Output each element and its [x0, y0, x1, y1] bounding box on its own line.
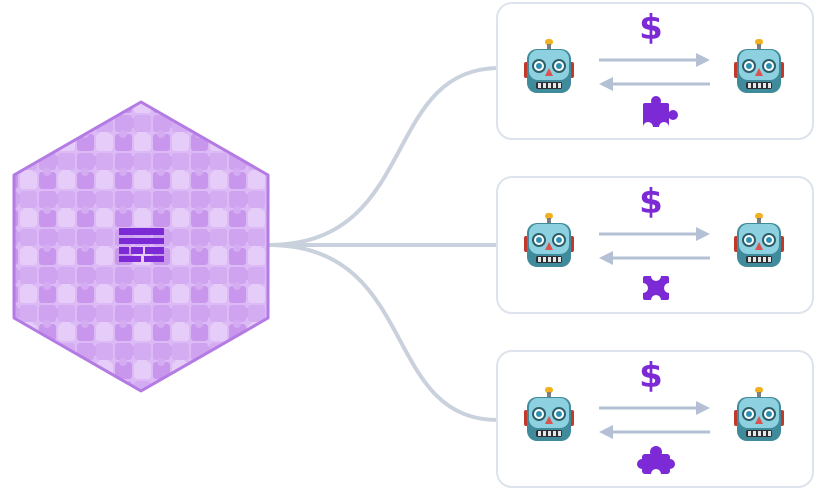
- market-grid-icon: [119, 228, 164, 262]
- robot-icon: [524, 213, 574, 267]
- robot-icon: [524, 387, 574, 441]
- arrow-right-icon: [599, 401, 710, 415]
- arrow-right-icon: [599, 53, 710, 67]
- connector-line-bottom: [267, 243, 499, 422]
- puzzle-piece-icon: [638, 271, 674, 305]
- connector-line-top: [267, 66, 499, 247]
- robot-icon: [734, 213, 784, 267]
- currency-symbol: $: [639, 356, 663, 396]
- exchange-card-1: $: [496, 2, 814, 140]
- currency-symbol: $: [639, 8, 663, 48]
- robot-icon: [524, 39, 574, 93]
- arrow-left-icon: [599, 251, 710, 265]
- currency-symbol: $: [639, 182, 663, 222]
- puzzle-piece-icon: [637, 446, 675, 479]
- exchange-card-3: $: [496, 350, 814, 488]
- arrow-right-icon: [599, 227, 710, 241]
- arrow-left-icon: [599, 425, 710, 439]
- arrow-left-icon: [599, 77, 710, 91]
- exchange-card-2: $: [496, 176, 814, 314]
- puzzle-piece-icon: [643, 96, 678, 132]
- robot-icon: [734, 39, 784, 93]
- robot-icon: [734, 387, 784, 441]
